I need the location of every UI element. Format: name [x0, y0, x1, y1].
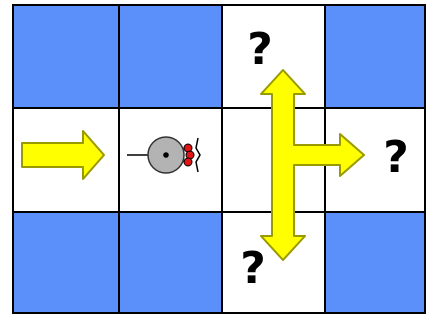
maze-cell-wall-r3-c2 [118, 211, 223, 314]
robot-sensor-right [183, 157, 193, 167]
robot-whiskers [195, 137, 201, 173]
maze-cell-wall-r3-c4 [324, 211, 426, 314]
unknown-top-label: ? [247, 24, 273, 75]
maze-cell-wall-r1-c1 [12, 4, 120, 109]
maze-cell-wall-r1-c4 [324, 4, 426, 109]
robot-icon [127, 136, 201, 174]
robot-center [163, 152, 169, 158]
unknown-right-label: ? [383, 132, 409, 183]
maze-cell-wall-r3-c1 [12, 211, 120, 314]
t-junction-arrow-icon [260, 69, 365, 261]
maze-grid [12, 4, 426, 314]
maze-cell-wall-r1-c2 [118, 4, 223, 109]
maze-cell-open-r1-c3 [221, 4, 326, 109]
entry-arrow-icon [21, 130, 105, 180]
unknown-bottom-label: ? [240, 243, 266, 294]
